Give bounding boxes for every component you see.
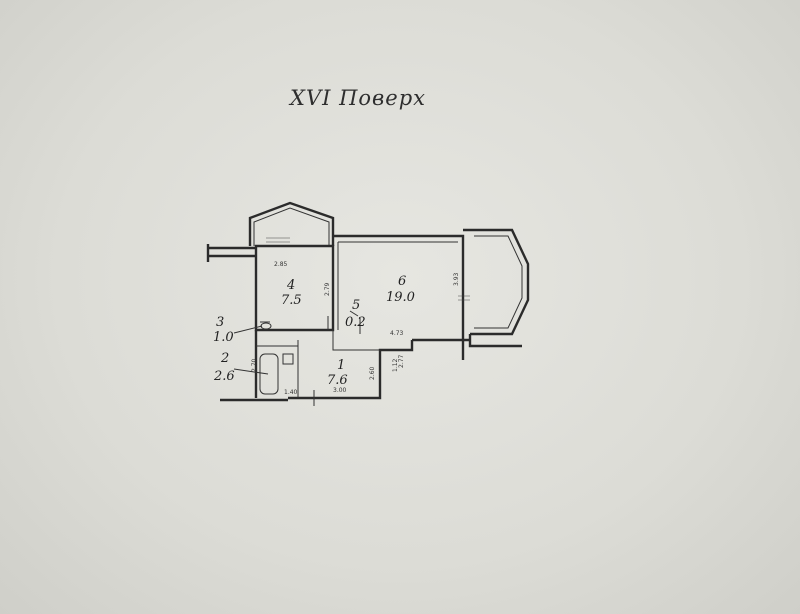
- sink: [282, 353, 294, 365]
- balcony-left-inner: [253, 207, 330, 246]
- balcony-left: [248, 201, 335, 246]
- balcony-right: [470, 228, 530, 336]
- room-1-area: 7.6: [327, 373, 348, 388]
- dim-270: 2.70: [251, 358, 258, 372]
- room-6-number: 6: [398, 274, 406, 289]
- floor-title: XVI Поверх: [290, 86, 426, 110]
- dim-260: 2.60: [369, 366, 376, 380]
- balcony-right-inner: [474, 235, 523, 329]
- room-6-walls: [333, 234, 465, 342]
- room-4-number: 4: [286, 278, 295, 293]
- room-2-area: 2.6: [213, 369, 235, 384]
- dimension-labels: 2.85 2.79 3.93 4.73 3.00 2.77 2.60 1.12 …: [251, 261, 460, 396]
- dim-300: 3.00: [333, 387, 347, 394]
- door-marks: [266, 237, 470, 406]
- dim-473: 4.73: [390, 330, 404, 337]
- room-5-number: 5: [352, 298, 360, 313]
- room-3-area: 1.0: [213, 330, 234, 345]
- leader-3: [233, 325, 263, 334]
- dim-393: 3.93: [453, 272, 460, 286]
- corridor-top: [332, 330, 380, 351]
- fixtures: [259, 321, 294, 395]
- room-5-area: 0.2: [345, 315, 366, 330]
- leader-2: [233, 368, 269, 375]
- leader-lines: [233, 310, 359, 375]
- outer-walls: [206, 201, 530, 402]
- bathtub: [259, 353, 279, 395]
- room-6-area: 19.0: [386, 290, 415, 305]
- room-labels: 4 7.5 6 19.0 5 0.2 3 1.0 2 2.6 1 7.6: [213, 274, 415, 388]
- entry-wall-stub: [208, 246, 256, 258]
- balcony-door-left: [266, 237, 290, 243]
- dim-140: 1.40: [284, 389, 298, 396]
- dim-285: 2.85: [274, 261, 288, 268]
- room-2-number: 2: [220, 351, 229, 366]
- balcony-door-right: [458, 295, 470, 301]
- leader-5: [349, 310, 359, 317]
- dim-277: 2.77: [398, 354, 405, 368]
- dim-112: 1.12: [392, 358, 399, 372]
- dim-279: 2.79: [324, 282, 331, 296]
- room-4-area: 7.5: [281, 293, 302, 308]
- toilet: [260, 322, 272, 330]
- room-1-number: 1: [337, 358, 345, 373]
- room-3-number: 3: [216, 315, 224, 330]
